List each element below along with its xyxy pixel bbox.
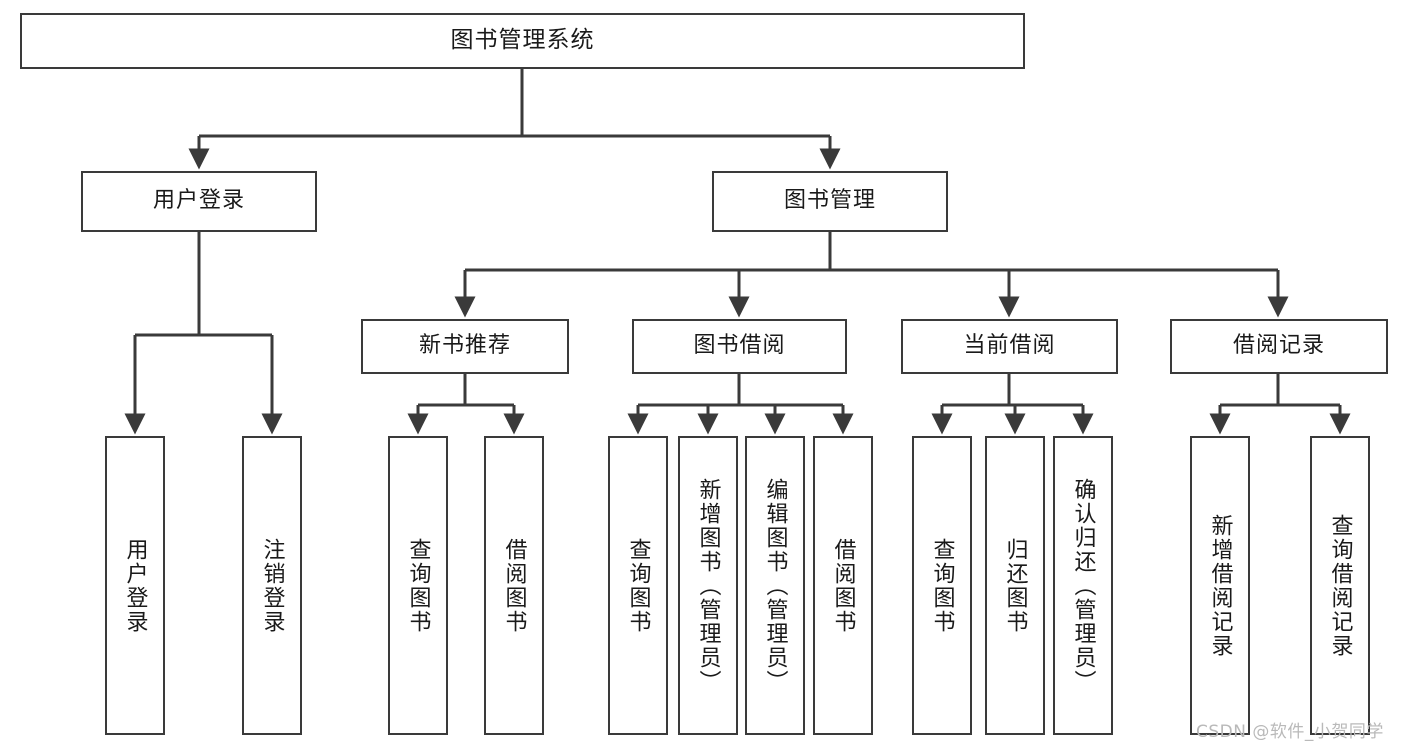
leaf-borrow-borrow-book-label: 借阅图书 (830, 537, 856, 634)
node-new-book-recommend-label: 新书推荐 (418, 333, 511, 359)
node-root-label: 图书管理系统 (450, 27, 595, 54)
leaf-current-return-book[interactable]: 归还图书 (985, 436, 1045, 735)
leaf-current-query-book[interactable]: 查询图书 (912, 436, 972, 735)
node-user-login-label: 用户登录 (152, 188, 245, 214)
csdn-watermark: CSDN @软件_小贺同学 (1196, 722, 1384, 742)
leaf-newbook-query-book[interactable]: 查询图书 (388, 436, 448, 735)
leaf-newbook-query-book-label: 查询图书 (405, 537, 431, 634)
leaf-newbook-borrow-book-label: 借阅图书 (501, 537, 527, 634)
node-new-book-recommend[interactable]: 新书推荐 (361, 319, 569, 374)
leaf-borrow-borrow-book[interactable]: 借阅图书 (813, 436, 873, 735)
leaf-borrow-query-book[interactable]: 查询图书 (608, 436, 668, 735)
node-root[interactable]: 图书管理系统 (20, 13, 1025, 69)
node-book-management-label: 图书管理 (783, 188, 876, 214)
node-book-borrow[interactable]: 图书借阅 (632, 319, 847, 374)
leaf-user-login[interactable]: 用户登录 (105, 436, 165, 735)
leaf-current-confirm-return-admin[interactable]: 确认归还（管理员） (1053, 436, 1113, 735)
leaf-record-query-record-label: 查询借阅记录 (1327, 513, 1353, 658)
leaf-record-add-record-label: 新增借阅记录 (1207, 513, 1233, 658)
leaf-logout-label: 注销登录 (259, 537, 285, 634)
leaf-borrow-edit-book-admin-label: 编辑图书（管理员） (762, 477, 788, 694)
node-borrow-record-label: 借阅记录 (1232, 333, 1325, 359)
leaf-borrow-edit-book-admin[interactable]: 编辑图书（管理员） (745, 436, 805, 735)
leaf-borrow-query-book-label: 查询图书 (625, 537, 651, 634)
node-user-login[interactable]: 用户登录 (81, 171, 317, 232)
leaf-user-login-label: 用户登录 (122, 537, 148, 634)
node-current-borrow[interactable]: 当前借阅 (901, 319, 1118, 374)
leaf-borrow-add-book-admin[interactable]: 新增图书（管理员） (678, 436, 738, 735)
leaf-record-query-record[interactable]: 查询借阅记录 (1310, 436, 1370, 735)
node-book-borrow-label: 图书借阅 (693, 333, 786, 359)
node-borrow-record[interactable]: 借阅记录 (1170, 319, 1388, 374)
node-book-management[interactable]: 图书管理 (712, 171, 948, 232)
leaf-current-confirm-return-admin-label: 确认归还（管理员） (1070, 477, 1096, 694)
leaf-borrow-add-book-admin-label: 新增图书（管理员） (695, 477, 721, 694)
leaf-current-return-book-label: 归还图书 (1002, 537, 1028, 634)
leaf-record-add-record[interactable]: 新增借阅记录 (1190, 436, 1250, 735)
node-current-borrow-label: 当前借阅 (963, 333, 1056, 359)
leaf-logout[interactable]: 注销登录 (242, 436, 302, 735)
leaf-newbook-borrow-book[interactable]: 借阅图书 (484, 436, 544, 735)
leaf-current-query-book-label: 查询图书 (929, 537, 955, 634)
